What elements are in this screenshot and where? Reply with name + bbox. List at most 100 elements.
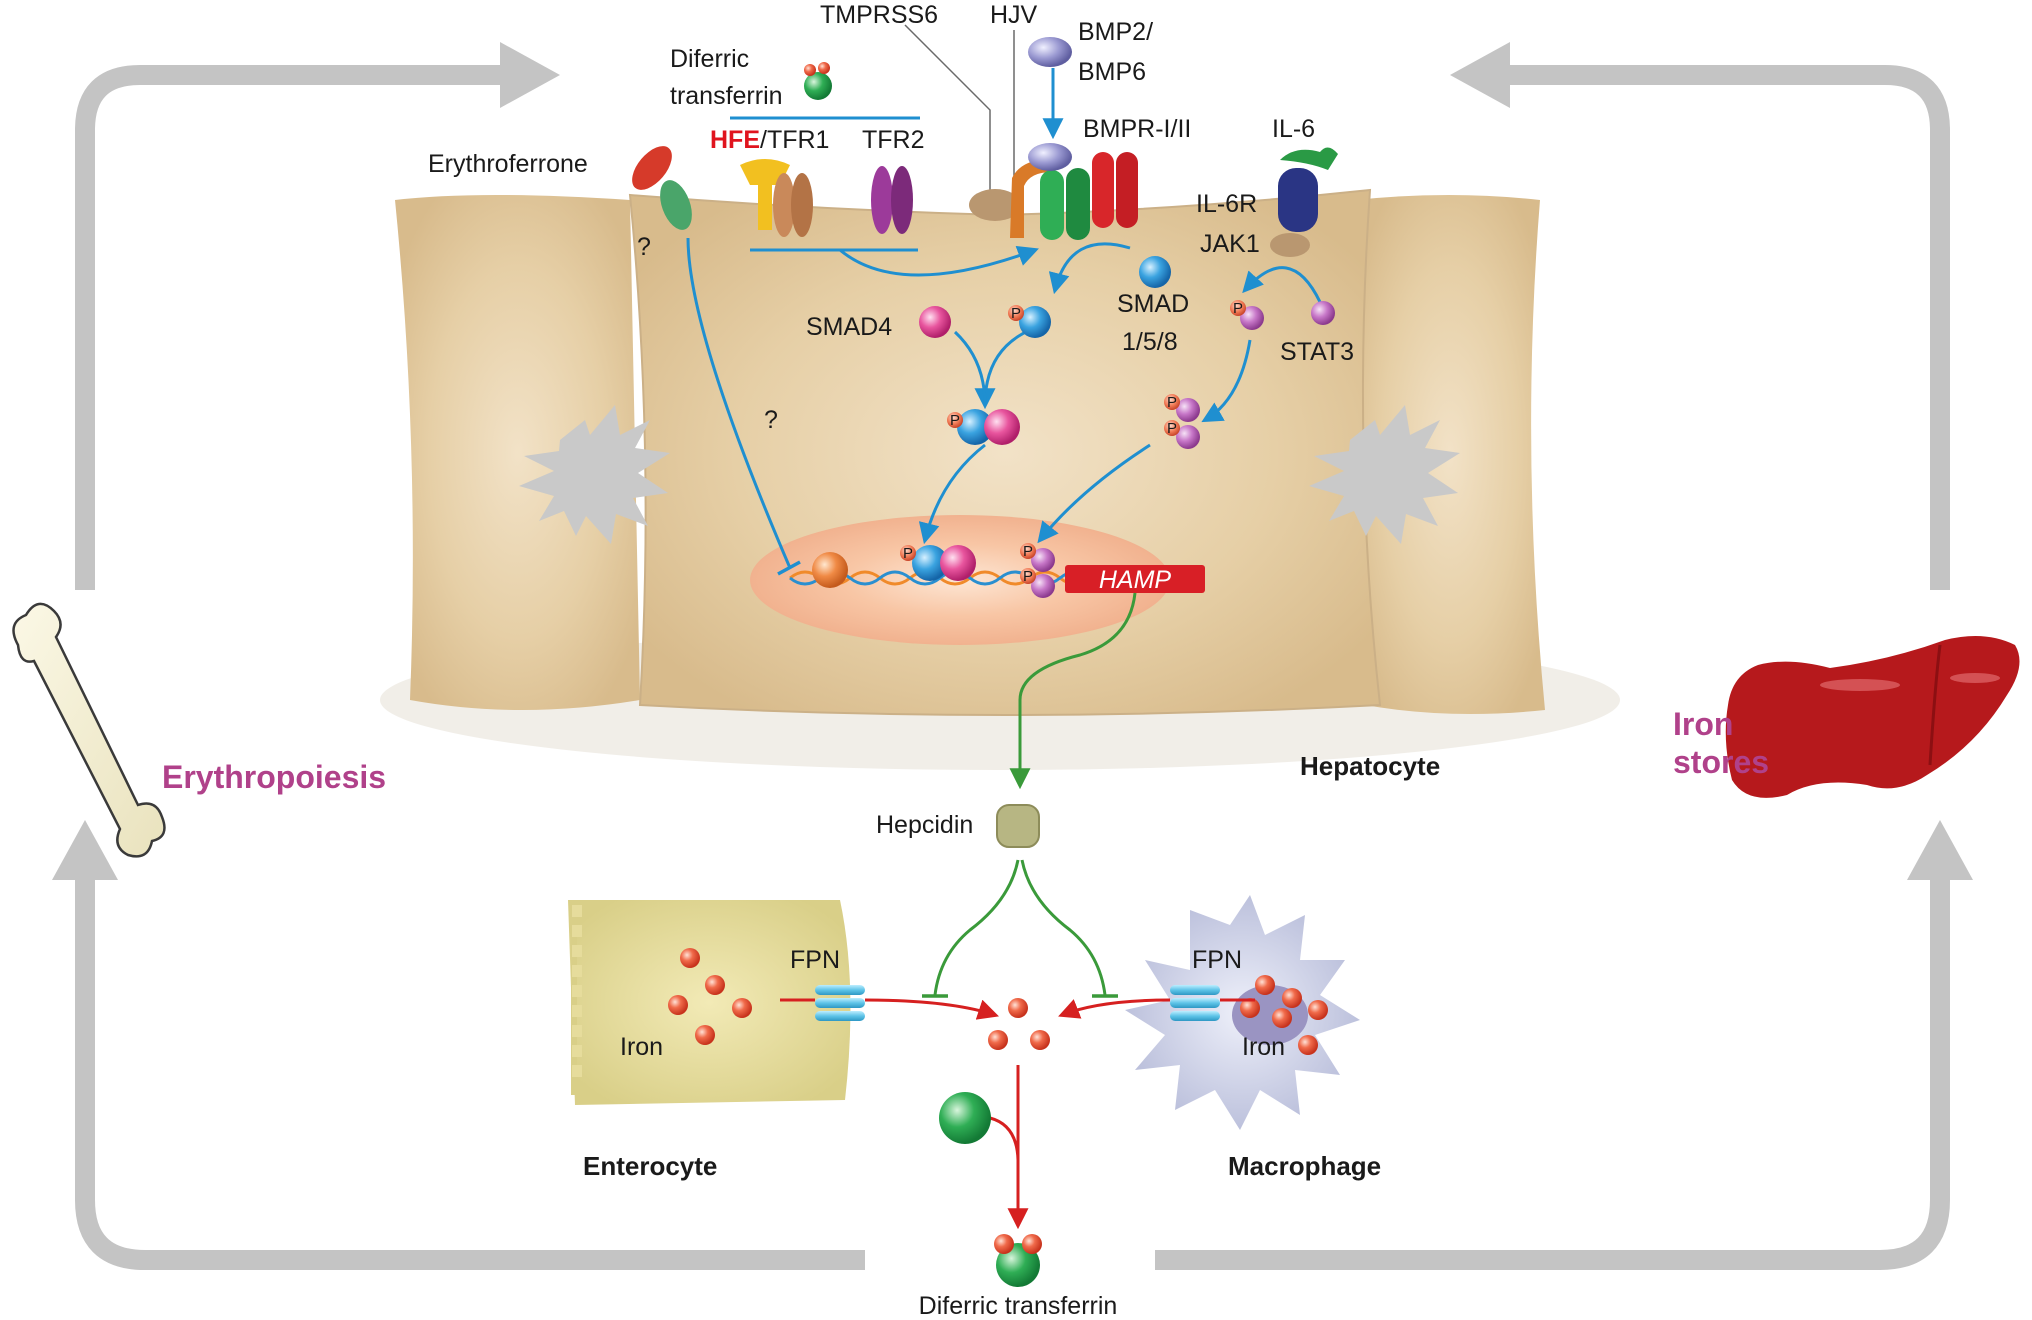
arrowhead-top-right xyxy=(1450,42,1510,108)
stat3-ball xyxy=(1311,301,1335,325)
nuclear-smad-pink xyxy=(940,545,976,581)
hamp-to-hepcidin-arrow xyxy=(1009,592,1137,790)
svg-text:P: P xyxy=(1011,305,1021,322)
inhibition-bar xyxy=(777,560,801,576)
hjv-bmpr-complex xyxy=(1010,143,1138,240)
hepatocyte xyxy=(380,188,1620,770)
macrophage xyxy=(1125,895,1360,1130)
hepcidin-molecule xyxy=(996,804,1040,848)
hfe-to-bmpr-arrow xyxy=(839,245,1039,277)
caption-iron-stores-line2: stores xyxy=(1673,744,1769,780)
smad4-to-complex-arrow xyxy=(953,330,987,406)
label-stat3: STAT3 xyxy=(1280,338,1354,366)
svg-text:P: P xyxy=(1167,394,1177,411)
svg-text:P: P xyxy=(1023,568,1033,585)
label-diferric-bottom: Diferric transferrin xyxy=(919,1292,1118,1320)
bile-canaliculus-right xyxy=(1309,405,1460,544)
label-bmp-line1: BMP2/ xyxy=(1078,18,1153,46)
hamp-gene-box xyxy=(1065,565,1205,593)
inhibitor-ball xyxy=(812,552,848,588)
transferrin-loading-arrow xyxy=(989,1116,1029,1230)
caption-iron-stores-line1: Iron xyxy=(1673,706,1733,742)
svg-text:P: P xyxy=(1233,300,1243,317)
cycle-arrow-bottom-right xyxy=(1155,880,1950,1270)
label-smad4: SMAD4 xyxy=(806,313,892,341)
svg-text:P: P xyxy=(1023,543,1033,560)
label-jak1: JAK1 xyxy=(1200,230,1260,258)
enterocyte-to-plasma-arrow xyxy=(864,998,999,1020)
label-smad-line1: SMAD xyxy=(1117,290,1189,318)
nuclear-smad-blue xyxy=(912,545,948,581)
label-iron-left: Iron xyxy=(620,1033,663,1061)
label-macrophage: Macrophage xyxy=(1228,1151,1381,1181)
label-diferric-line2: transferrin xyxy=(670,82,783,110)
label-hepcidin: Hepcidin xyxy=(876,811,973,839)
label-fpn-right: FPN xyxy=(1192,946,1242,974)
stat-dimer-ball-2 xyxy=(1176,425,1200,449)
erythroferrone-protein xyxy=(632,146,692,230)
label-fpn-left: FPN xyxy=(790,946,840,974)
label-bmp-line2: BMP6 xyxy=(1078,58,1146,86)
receptor-to-smad-arrow xyxy=(1048,242,1131,295)
jak-to-stat-arrow xyxy=(1242,266,1322,303)
apo-transferrin xyxy=(939,1092,991,1144)
arrowhead-bottom-left xyxy=(52,820,118,880)
tmprss6-pointer xyxy=(904,24,991,190)
arrowhead-bottom-right xyxy=(1907,820,1973,880)
nuclear-stat-1 xyxy=(1031,548,1055,572)
tmprss6-protein xyxy=(969,189,1021,221)
hepcidin-inhibit-right xyxy=(1020,859,1107,996)
label-il6: IL-6 xyxy=(1272,115,1315,143)
il6-receptor xyxy=(1270,147,1338,257)
svg-text:P: P xyxy=(1167,420,1177,437)
bile-canaliculus-left xyxy=(519,405,670,544)
pstat3-ball xyxy=(1240,306,1264,330)
bmp-ligand xyxy=(1028,37,1072,67)
label-enterocyte: Enterocyte xyxy=(583,1151,717,1181)
stat-to-dimer-arrow xyxy=(1201,339,1252,423)
hfe-tfr1-receptor xyxy=(740,159,813,237)
cycle-arrow-top-right xyxy=(1510,65,1950,590)
label-iron-right: Iron xyxy=(1242,1033,1285,1061)
plasma-iron xyxy=(988,998,1050,1050)
label-il6r: IL-6R xyxy=(1196,190,1257,218)
label-hamp: HAMP xyxy=(1099,566,1172,594)
diferric-transferrin-top xyxy=(804,62,832,100)
fpn-channel-right xyxy=(1170,985,1220,1021)
caption-erythropoiesis: Erythropoiesis xyxy=(162,759,386,795)
macrophage-to-plasma-arrow xyxy=(1058,998,1171,1019)
complex-pink-ball xyxy=(984,409,1020,445)
phosphate-badges: P P P P P P P P xyxy=(900,300,1246,585)
smad158-ball xyxy=(1139,256,1171,288)
complex-to-nucleus-arrow xyxy=(918,443,986,545)
label-tfr1: /TFR1 xyxy=(760,126,829,154)
label-tfr2: TFR2 xyxy=(862,126,925,154)
psmad-ball xyxy=(1019,306,1051,338)
label-hjv: HJV xyxy=(990,1,1038,29)
label-diferric-line1: Diferric xyxy=(670,45,749,73)
complex-blue-ball xyxy=(957,409,993,445)
cycle-arrow-top-left xyxy=(75,65,500,590)
nuclear-stat-2 xyxy=(1031,574,1055,598)
dimer-to-nucleus-arrow xyxy=(1037,443,1151,544)
label-hepatocyte: Hepatocyte xyxy=(1300,751,1440,781)
label-smad-line2: 1/5/8 xyxy=(1122,328,1178,356)
tfr2-receptor xyxy=(871,166,913,234)
svg-text:P: P xyxy=(950,412,960,429)
bone-icon xyxy=(12,602,166,858)
cycle-arrows xyxy=(75,65,1950,1270)
arrowhead-top-left xyxy=(500,42,560,108)
erythroferrone-inhibition xyxy=(686,237,792,569)
hepcidin-inhibit-left xyxy=(933,859,1020,996)
fpn-channel-left xyxy=(815,985,865,1021)
stat-dimer-ball-1 xyxy=(1176,398,1200,422)
liver-icon xyxy=(1725,636,2020,798)
diferric-transferrin-bottom xyxy=(994,1234,1042,1287)
neighbour-cell-left xyxy=(395,195,640,710)
label-hfe: HFE xyxy=(710,126,760,154)
label-bmpr: BMPR-I/II xyxy=(1083,115,1191,143)
label-erythroferrone: Erythroferrone xyxy=(428,150,588,178)
label-tmprss6: TMPRSS6 xyxy=(820,1,938,29)
label-hfe-tfr1: HFE/TFR1 xyxy=(710,126,829,154)
